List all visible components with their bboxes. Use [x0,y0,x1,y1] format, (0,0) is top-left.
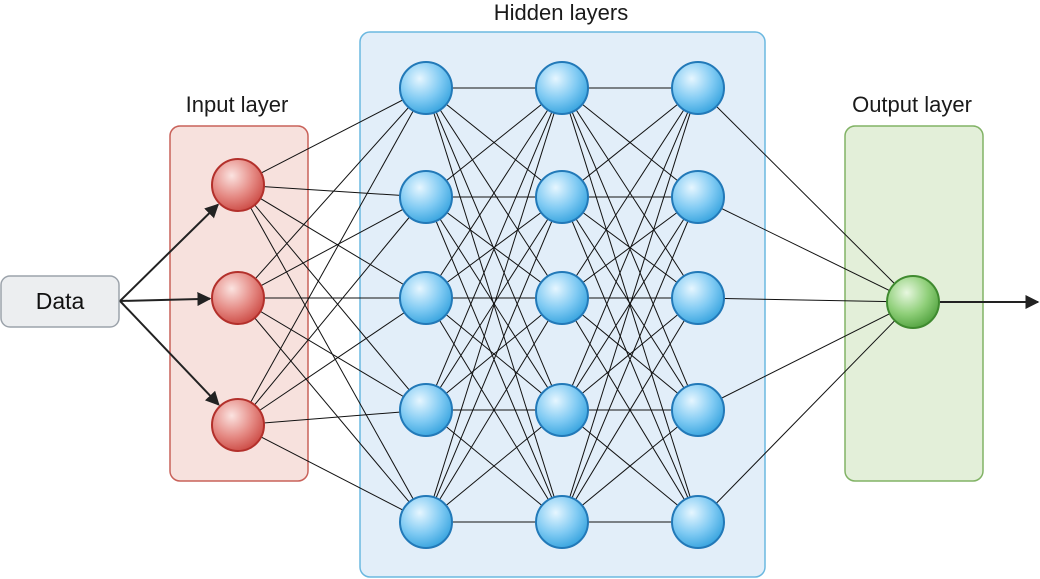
edge-hidden-2-4-to-hidden-3-1 [561,196,699,523]
edge-input-0-to-hidden-1-2 [237,184,427,299]
neuron-hidden-3-0 [671,61,725,115]
neuron-input-0 [211,158,265,212]
edge-hidden-1-2-to-hidden-2-0 [425,87,563,299]
edge-input-1-to-hidden-1-1 [237,196,427,299]
edge-hidden-3-3-to-output-0 [697,301,914,411]
edge-input-2-to-hidden-1-4 [237,424,427,523]
edge-hidden-1-2-to-hidden-2-1 [425,196,563,299]
data-input-block [0,275,120,328]
edge-hidden-2-1-to-hidden-3-0 [561,87,699,198]
edge-hidden-2-3-to-hidden-3-2 [561,297,699,411]
data-arrows [119,203,220,406]
edge-hidden-2-4-to-hidden-3-0 [561,87,699,523]
edge-hidden-1-3-to-hidden-2-2 [425,297,563,411]
hidden-layers-title: Hidden layers [494,0,629,25]
neuron-output-0 [886,275,940,329]
edge-input-0-to-hidden-1-0 [237,87,427,186]
neuron-hidden-3-3 [671,383,725,437]
edge-hidden-1-4-to-hidden-2-3 [425,409,563,523]
data-input-label: Data [36,288,85,314]
neuron-hidden-1-0 [399,61,453,115]
data-arrow-1 [119,292,212,307]
edge-input-1-to-hidden-1-4 [237,297,427,523]
data-arrow-0 [119,203,219,302]
neuron-hidden-2-3 [535,383,589,437]
edge-hidden-2-2-to-hidden-3-1 [561,196,699,299]
input-layer-title: Input layer [186,92,289,117]
data-arrow-2 [119,300,220,406]
edge-hidden-3-1-to-output-0 [697,196,914,303]
output-layer-title: Output layer [852,92,972,117]
neuron-input-1 [211,271,265,325]
edge-input-2-to-hidden-1-0 [237,87,427,426]
neuron-hidden-1-3 [399,383,453,437]
neuron-hidden-3-4 [671,495,725,549]
connection-edges [237,87,914,523]
edge-hidden-2-4-to-hidden-3-3 [561,409,699,523]
neuron-hidden-1-4 [399,495,453,549]
edge-input-2-to-hidden-1-2 [237,297,427,426]
neuron-hidden-1-1 [399,170,453,224]
edge-input-0-to-hidden-1-1 [237,184,427,198]
edge-input-1-to-hidden-1-0 [237,87,427,299]
edge-hidden-1-3-to-hidden-2-0 [425,87,563,411]
neuron-hidden-3-1 [671,170,725,224]
edge-hidden-3-2-to-output-0 [697,297,914,303]
edge-hidden-1-4-to-hidden-2-2 [425,297,563,523]
neuron-hidden-2-4 [535,495,589,549]
neuron-hidden-2-0 [535,61,589,115]
neuron-hidden-2-2 [535,271,589,325]
neuron-input-2 [211,398,265,452]
neuron-nodes [211,61,940,549]
neuron-hidden-1-2 [399,271,453,325]
edge-hidden-1-4-to-hidden-2-1 [425,196,563,523]
edge-hidden-2-4-to-hidden-3-2 [561,297,699,523]
edge-input-2-to-hidden-1-3 [237,409,427,426]
edge-input-2-to-hidden-1-1 [237,196,427,426]
neuron-hidden-3-2 [671,271,725,325]
neuron-hidden-2-1 [535,170,589,224]
edge-hidden-2-3-to-hidden-3-0 [561,87,699,411]
edge-hidden-1-1-to-hidden-2-0 [425,87,563,198]
edge-input-1-to-hidden-1-3 [237,297,427,411]
edge-hidden-1-4-to-hidden-2-0 [425,87,563,523]
edge-hidden-3-0-to-output-0 [697,87,914,303]
edge-hidden-3-4-to-output-0 [697,301,914,523]
edge-hidden-2-2-to-hidden-3-0 [561,87,699,299]
